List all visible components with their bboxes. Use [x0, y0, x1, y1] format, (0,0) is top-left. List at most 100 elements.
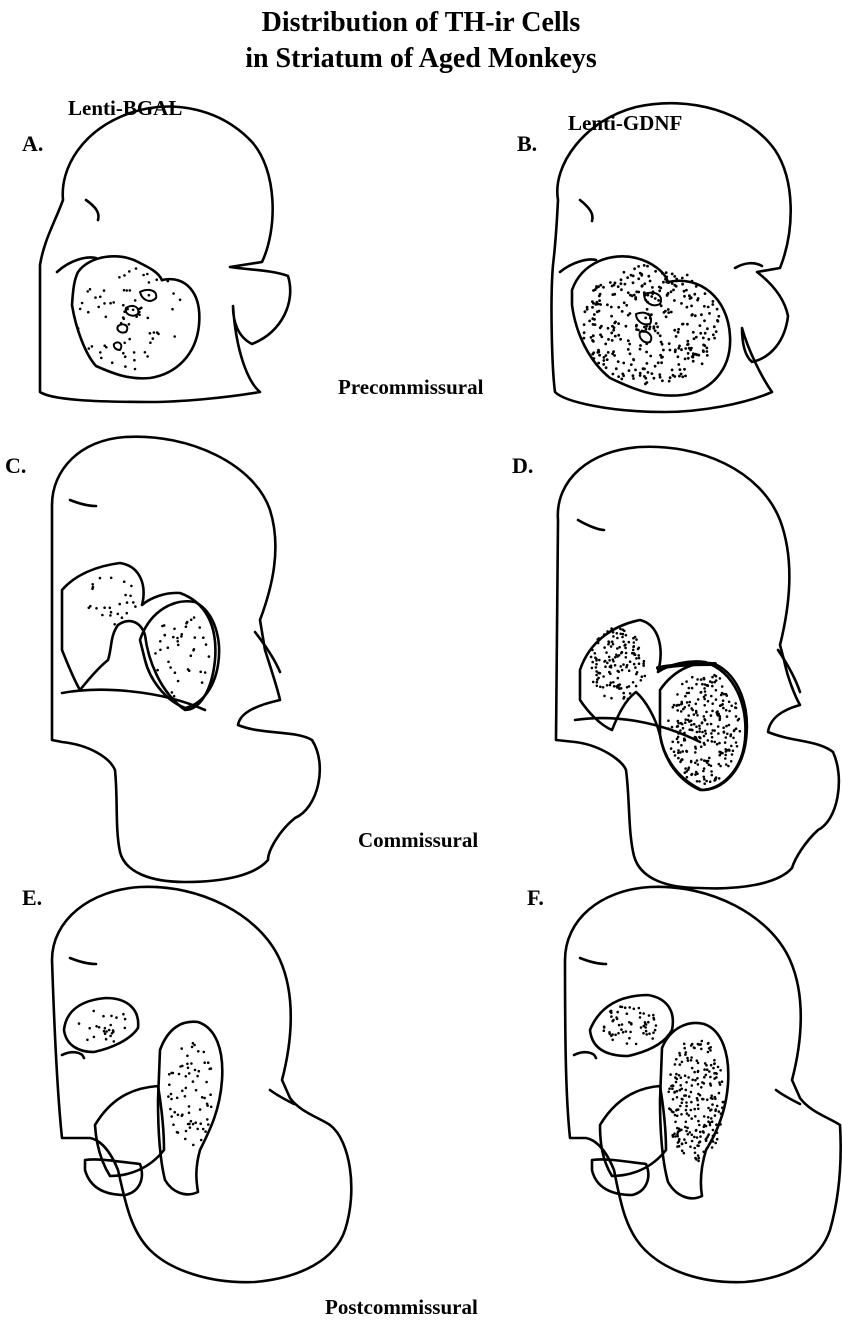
- th-ir-cell: [695, 736, 698, 739]
- th-ir-cell: [188, 669, 191, 672]
- th-ir-cell: [635, 657, 638, 660]
- th-ir-cell: [627, 339, 630, 342]
- th-ir-cell: [679, 1105, 682, 1108]
- th-ir-cell: [625, 304, 628, 307]
- th-ir-cell: [730, 733, 733, 736]
- th-ir-cell: [606, 662, 609, 665]
- th-ir-cell: [140, 307, 143, 310]
- th-ir-cell: [626, 1042, 629, 1045]
- th-ir-cell: [647, 294, 650, 297]
- th-ir-cell: [690, 707, 693, 710]
- th-ir-cell: [616, 1011, 619, 1014]
- th-ir-cell: [637, 291, 640, 294]
- th-ir-cell: [647, 1021, 650, 1024]
- th-ir-cell: [681, 277, 684, 280]
- th-ir-cell: [628, 343, 631, 346]
- th-ir-cell: [629, 352, 632, 355]
- th-ir-cell: [707, 700, 710, 703]
- th-ir-cell: [602, 363, 605, 366]
- th-ir-cell: [672, 1135, 675, 1138]
- th-ir-cell: [655, 1024, 658, 1027]
- th-ir-cell: [705, 1074, 708, 1077]
- th-ir-cell: [710, 1094, 713, 1097]
- th-ir-cell: [622, 663, 625, 666]
- th-ir-cell: [677, 331, 680, 334]
- th-ir-cell: [682, 708, 685, 711]
- th-ir-cell: [707, 739, 710, 742]
- th-ir-cell: [627, 291, 630, 294]
- th-ir-cell: [615, 1016, 618, 1019]
- th-ir-cell: [627, 348, 630, 351]
- th-ir-cell: [678, 1052, 681, 1055]
- th-ir-cell: [650, 295, 653, 298]
- th-ir-cell: [691, 1067, 694, 1070]
- th-ir-cell: [603, 633, 606, 636]
- th-ir-cell: [138, 314, 141, 317]
- th-ir-cell: [719, 1123, 722, 1126]
- th-ir-cell: [690, 724, 693, 727]
- th-ir-cell: [715, 776, 718, 779]
- sulcus-a: [86, 200, 99, 220]
- th-ir-cell: [148, 281, 151, 284]
- th-ir-cell: [625, 652, 628, 655]
- th-ir-cell: [684, 695, 687, 698]
- th-ir-cell: [201, 1096, 204, 1099]
- th-ir-cell: [595, 666, 598, 669]
- th-ir-cell: [632, 377, 635, 380]
- th-ir-cell: [91, 583, 94, 586]
- th-ir-cell: [738, 718, 741, 721]
- th-ir-cell: [696, 759, 699, 762]
- th-ir-cell: [703, 319, 706, 322]
- th-ir-cell: [586, 306, 589, 309]
- th-ir-cell: [652, 290, 655, 293]
- th-ir-cell: [210, 1067, 213, 1070]
- th-ir-cell: [700, 678, 703, 681]
- th-ir-cell: [112, 1029, 115, 1032]
- th-ir-cell: [670, 290, 673, 293]
- th-ir-cell: [662, 349, 665, 352]
- th-ir-cell: [594, 288, 597, 291]
- th-ir-cell: [709, 680, 712, 683]
- th-ir-cell: [606, 303, 609, 306]
- th-ir-cell: [100, 357, 103, 360]
- th-ir-cell: [104, 1032, 107, 1035]
- th-ir-cell: [194, 636, 197, 639]
- th-ir-cell: [698, 1124, 701, 1127]
- th-ir-cell: [728, 701, 731, 704]
- th-ir-cell: [673, 704, 676, 707]
- th-ir-cell: [680, 1129, 683, 1132]
- th-ir-cell: [694, 1079, 697, 1082]
- th-ir-cell: [155, 278, 158, 281]
- th-ir-cell: [702, 770, 705, 773]
- th-ir-cell: [602, 359, 605, 362]
- th-ir-cell: [673, 1132, 676, 1135]
- th-ir-cell: [681, 683, 684, 686]
- th-ir-cell: [595, 301, 598, 304]
- th-ir-cell: [687, 357, 690, 360]
- th-ir-cell: [710, 1097, 713, 1100]
- th-ir-cell: [149, 341, 152, 344]
- th-ir-cell: [206, 1118, 209, 1121]
- th-ir-cell: [702, 1151, 705, 1154]
- th-ir-cell: [204, 671, 207, 674]
- th-ir-cell: [649, 317, 652, 320]
- th-ir-cell: [675, 1058, 678, 1061]
- th-ir-cell: [681, 1061, 684, 1064]
- th-ir-cell: [209, 1093, 212, 1096]
- th-ir-cell: [725, 763, 728, 766]
- th-ir-cell: [701, 1040, 704, 1043]
- th-ir-cell: [658, 289, 661, 292]
- th-ir-cell: [613, 354, 616, 357]
- th-ir-cell: [697, 698, 700, 701]
- th-ir-cell: [711, 702, 714, 705]
- th-ir-cells-e: [78, 1010, 213, 1147]
- th-ir-cell: [710, 1108, 713, 1111]
- th-ir-cell: [595, 674, 598, 677]
- th-ir-cells-d: [590, 627, 741, 785]
- th-ir-cell: [632, 637, 635, 640]
- th-ir-cell: [202, 1128, 205, 1131]
- th-ir-cell: [711, 1103, 714, 1106]
- th-ir-cell: [697, 1083, 700, 1086]
- th-ir-cell: [703, 778, 706, 781]
- th-ir-cell: [703, 1068, 706, 1071]
